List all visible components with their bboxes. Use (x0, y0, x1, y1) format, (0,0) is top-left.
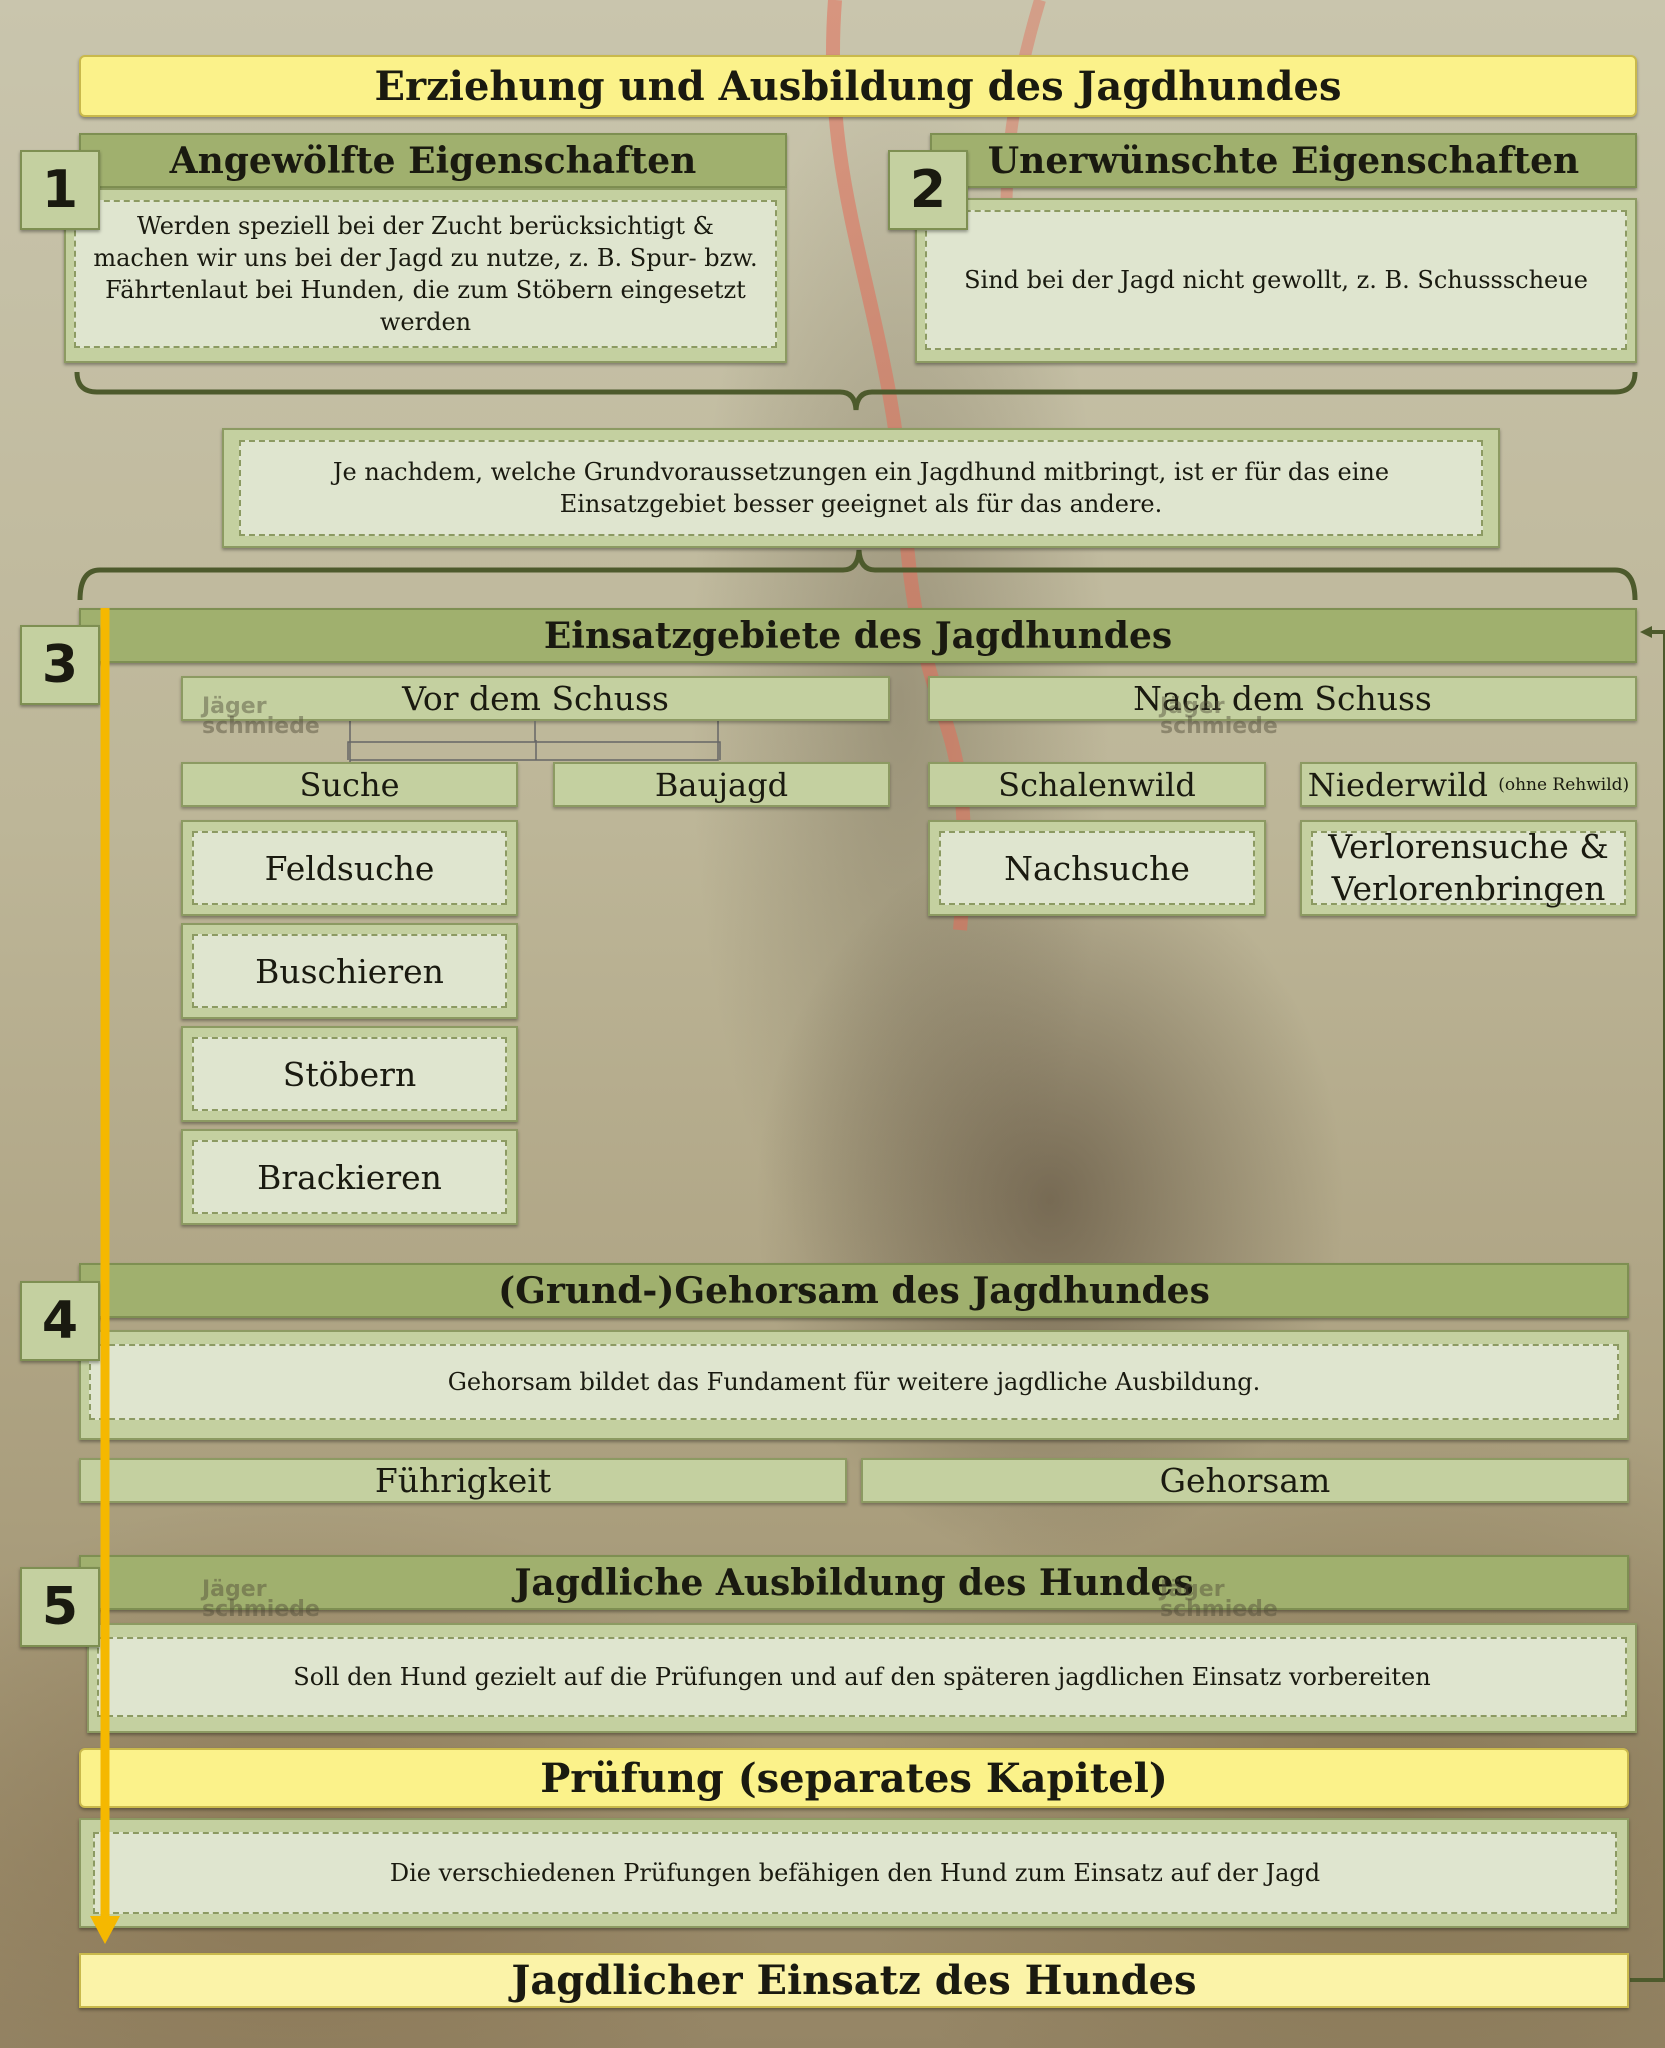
section5-panel: Soll den Hund gezielt auf die Prüfungen … (87, 1623, 1637, 1733)
watermark-line2: schmiede (202, 714, 320, 739)
watermark-line1: Jäger (202, 694, 267, 719)
nach-dem-schuss-label: Nach dem Schuss (928, 676, 1637, 721)
section5-number-badge: 5 (20, 1567, 100, 1647)
suche-label: Suche (181, 762, 518, 807)
merge-text-box: Je nachdem, welche Grundvoraussetzungen … (239, 440, 1483, 536)
list-item: Stöbern (181, 1026, 518, 1122)
section4-number: 4 (41, 1291, 79, 1351)
niederwild-note: (ohne Rehwild) (1498, 774, 1630, 795)
section5-text-box: Soll den Hund gezielt auf die Prüfungen … (97, 1637, 1627, 1717)
section4-text: Gehorsam bildet das Fundament für weiter… (447, 1368, 1261, 1396)
section2-number: 2 (909, 160, 947, 220)
section5-title: Jagdliche Ausbildung des Hundes (514, 1561, 1194, 1604)
section4-header: (Grund-)Gehorsam des Jagdhundes (79, 1263, 1629, 1318)
section2-panel: Sind bei der Jagd nicht gewollt, z. B. S… (915, 198, 1637, 363)
section2-header: Unerwünschte Eigenschaften (930, 133, 1637, 188)
section1-title: Angewölfte Eigenschaften (169, 139, 697, 182)
vor-dem-schuss-label: Vor dem Schuss (181, 676, 890, 721)
list-item: Feldsuche (181, 820, 518, 916)
watermark-line1: Jäger (1160, 1577, 1225, 1602)
verloren-box: Verlorensuche & Verlorenbringen (1300, 820, 1637, 916)
main-title-text: Erziehung und Ausbildung des Jagdhundes (374, 62, 1342, 110)
watermark-line1: Jäger (1160, 694, 1225, 719)
list-item-box: Brackieren (192, 1140, 507, 1214)
pruefung-text-box: Die verschiedenen Prüfungen befähigen de… (93, 1832, 1617, 1914)
buschieren-text: Buschieren (255, 951, 444, 991)
gehorsam-text: Gehorsam (1159, 1461, 1331, 1500)
section2-number-badge: 2 (888, 150, 968, 230)
watermark-logo: Jäger schmiede (202, 694, 320, 739)
niederwild-text: Niederwild (1307, 765, 1489, 804)
section4-number-badge: 4 (20, 1281, 100, 1361)
stoebern-text: Stöbern (282, 1054, 417, 1094)
section5-number: 5 (41, 1577, 79, 1637)
einsatz-box: Jagdlicher Einsatz des Hundes (79, 1953, 1629, 2008)
section3-title: Einsatzgebiete des Jagdhundes (543, 614, 1173, 657)
fuehrigkeit-text: Führigkeit (374, 1461, 552, 1500)
gehorsam-label: Gehorsam (861, 1458, 1629, 1503)
baujagd-text: Baujagd (654, 765, 789, 804)
nachsuche-box: Nachsuche (928, 820, 1266, 916)
section1-text-box: Werden speziell bei der Zucht berücksich… (74, 200, 777, 348)
section1-number-badge: 1 (20, 150, 100, 230)
pruefung-panel: Die verschiedenen Prüfungen befähigen de… (79, 1818, 1629, 1928)
section1-text: Werden speziell bei der Zucht berücksich… (93, 212, 758, 336)
main-title: Erziehung und Ausbildung des Jagdhundes (79, 55, 1637, 117)
section5-text: Soll den Hund gezielt auf die Prüfungen … (293, 1663, 1431, 1691)
section1-panel: Werden speziell bei der Zucht berücksich… (64, 188, 787, 363)
verloren-inner: Verlorensuche & Verlorenbringen (1311, 827, 1626, 908)
watermark-logo: Jäger schmiede (1160, 1577, 1278, 1622)
section4-panel: Gehorsam bildet das Fundament für weiter… (79, 1330, 1629, 1440)
watermark-logo: Jäger schmiede (1160, 694, 1278, 739)
baujagd-label: Baujagd (553, 762, 890, 807)
section3-number: 3 (41, 635, 79, 695)
verloren-text-2: Verlorenbringen (1331, 869, 1606, 908)
watermark-line1: Jäger (202, 1577, 267, 1602)
section1-number: 1 (41, 160, 79, 220)
list-item: Brackieren (181, 1129, 518, 1225)
section4-title: (Grund-)Gehorsam des Jagdhundes (498, 1269, 1210, 1312)
merge-panel: Je nachdem, welche Grundvoraussetzungen … (222, 428, 1500, 548)
schalenwild-label: Schalenwild (928, 762, 1266, 807)
list-item: Buschieren (181, 923, 518, 1019)
nach-dem-schuss-text: Nach dem Schuss (1133, 679, 1432, 718)
niederwild-label: Niederwild (ohne Rehwild) (1300, 762, 1637, 807)
pruefung-title: Prüfung (separates Kapitel) (540, 1754, 1168, 1802)
nachsuche-inner: Nachsuche (939, 831, 1255, 905)
section5-header: Jagdliche Ausbildung des Hundes (79, 1555, 1629, 1610)
watermark-line2: schmiede (1160, 714, 1278, 739)
brackieren-text: Brackieren (257, 1157, 442, 1197)
pruefung-header: Prüfung (separates Kapitel) (79, 1748, 1629, 1808)
list-item-box: Feldsuche (192, 831, 507, 905)
watermark-line2: schmiede (1160, 1597, 1278, 1622)
vor-dem-schuss-text: Vor dem Schuss (402, 679, 669, 718)
section2-text-box: Sind bei der Jagd nicht gewollt, z. B. S… (925, 210, 1627, 350)
list-item-box: Stöbern (192, 1037, 507, 1111)
section1-header: Angewölfte Eigenschaften (79, 133, 787, 188)
nachsuche-text: Nachsuche (1004, 848, 1190, 888)
fuehrigkeit-label: Führigkeit (79, 1458, 847, 1503)
section4-text-box: Gehorsam bildet das Fundament für weiter… (89, 1344, 1619, 1420)
pruefung-text: Die verschiedenen Prüfungen befähigen de… (389, 1859, 1321, 1887)
merge-text: Je nachdem, welche Grundvoraussetzungen … (332, 458, 1390, 518)
suche-text: Suche (299, 765, 400, 804)
section2-text: Sind bei der Jagd nicht gewollt, z. B. S… (964, 266, 1588, 294)
watermark-logo: Jäger schmiede (202, 1577, 320, 1622)
section2-title: Unerwünschte Eigenschaften (987, 139, 1580, 182)
einsatz-text: Jagdlicher Einsatz des Hundes (511, 1957, 1197, 2004)
verloren-text-1: Verlorensuche & (1328, 827, 1609, 866)
list-item-box: Buschieren (192, 934, 507, 1008)
section3-number-badge: 3 (20, 625, 100, 705)
watermark-line2: schmiede (202, 1597, 320, 1622)
schalenwild-text: Schalenwild (998, 765, 1196, 804)
feldsuche-text: Feldsuche (264, 848, 435, 888)
section3-header: Einsatzgebiete des Jagdhundes (79, 608, 1637, 663)
